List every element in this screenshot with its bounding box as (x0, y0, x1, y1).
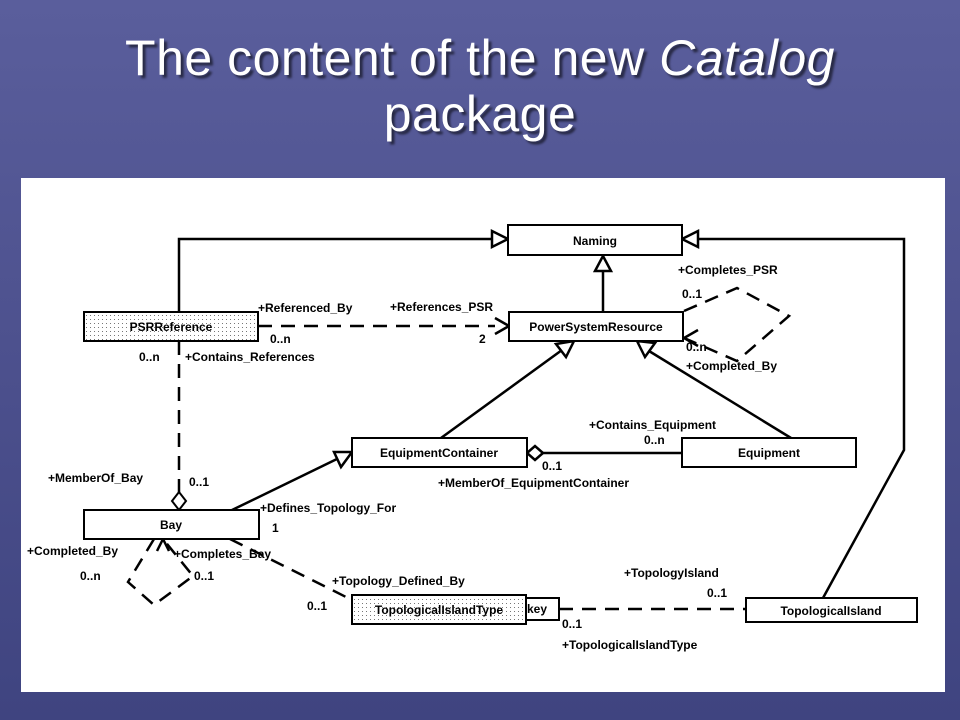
aggregation-diamond-bay (170, 490, 188, 512)
references-psr-arrowhead (494, 316, 512, 336)
ref-mult-right: 2 (479, 332, 486, 346)
key-tag-label: key (527, 602, 547, 616)
topo-island-naming-link (697, 237, 906, 599)
memberof-bay-label: +MemberOf_Bay (48, 471, 143, 485)
psr-right-arrowhead (634, 339, 658, 360)
class-equipment: Equipment (681, 437, 857, 468)
contains-equipment-label: +Contains_Equipment (589, 418, 716, 432)
topology-island-label: +TopologyIsland (624, 566, 719, 580)
topology-defined-by-label: +Topology_Defined_By (332, 574, 465, 588)
defines-topology-for-label: +Defines_Topology_For (260, 501, 396, 515)
class-bay: Bay (83, 509, 260, 540)
memberof-bay-mult: 0..1 (189, 475, 209, 489)
contains-equip-mult: 0..n (644, 433, 665, 447)
title-emphasis: Catalog (659, 30, 835, 86)
class-bay-label: Bay (160, 518, 182, 532)
bay-self-reference (126, 538, 195, 607)
member-equip-mult: 0..1 (542, 459, 562, 473)
uml-diagram: Naming PowerSystemResource PSRReference … (27, 224, 918, 652)
completed-by-bay-label: +Completed_By (27, 544, 118, 558)
class-psrref-label: PSRReference (130, 320, 213, 334)
contains-refs-mult: 0..n (139, 350, 160, 364)
completed-by-psr-label: +Completed_By (686, 359, 777, 373)
class-topo-type-label: TopologicalIslandType (375, 603, 504, 617)
class-psr-label: PowerSystemResource (529, 320, 663, 334)
naming-bottom-arrowhead (592, 253, 614, 273)
equipcontainer-arrowhead (332, 450, 355, 470)
referenced-by-label: +Referenced_By (258, 301, 353, 315)
contains-references-label: +Contains_References (185, 350, 315, 364)
completes-psr-label: +Completes_PSR (678, 263, 778, 277)
psr-self-reference (683, 286, 792, 363)
naming-right-arrowhead (679, 228, 700, 250)
equipment-psr-link (648, 349, 792, 440)
class-equipment-container: EquipmentContainer (351, 437, 528, 468)
naming-left-arrowhead (490, 228, 511, 250)
class-power-system-resource: PowerSystemResource (508, 311, 684, 342)
aggregation-diamond-equip (525, 444, 545, 462)
title-line-2: package (383, 86, 577, 142)
psr-self-mult-bottom: 0..n (686, 340, 707, 354)
class-topological-island: TopologicalIsland (745, 597, 918, 623)
class-psr-reference: PSRReference (83, 311, 259, 342)
diagram-panel: Naming PowerSystemResource PSRReference … (21, 178, 945, 692)
class-equipment-label: Equipment (738, 446, 800, 460)
class-topo-island-label: TopologicalIsland (780, 604, 881, 618)
references-psr-label: +References_PSR (390, 300, 493, 314)
topological-island-type-label: +TopologicalIslandType (562, 638, 698, 652)
class-topological-island-type: key TopologicalIslandType (351, 594, 560, 625)
defines-mult: 1 (272, 521, 279, 535)
memberof-equip-container-label: +MemberOf_EquipmentContainer (438, 476, 629, 490)
topo-type-mult: 0..1 (562, 617, 582, 631)
class-naming-label: Naming (573, 234, 617, 248)
topology-defined-mult: 0..1 (307, 599, 327, 613)
slide-title: The content of the new Catalog package (0, 30, 960, 142)
bay-self-mult-right: 0..1 (194, 569, 214, 583)
psrref-naming-link (177, 237, 493, 312)
class-equipcontainer-label: EquipmentContainer (380, 446, 498, 460)
completes-bay-label: +Completes_Bay (174, 547, 271, 561)
title-line-1: The content of the new Catalog (125, 30, 835, 86)
topology-island-mult: 0..1 (707, 586, 727, 600)
psr-self-mult-top: 0..1 (682, 287, 702, 301)
bay-equipcontainer-link (229, 456, 340, 513)
ref-mult-left: 0..n (270, 332, 291, 346)
class-naming: Naming (507, 224, 683, 256)
bay-self-arrowhead (155, 536, 171, 552)
equipcontainer-psr-link (440, 348, 563, 440)
psr-left-arrowhead (553, 339, 577, 360)
bay-self-mult-left: 0..n (80, 569, 101, 583)
